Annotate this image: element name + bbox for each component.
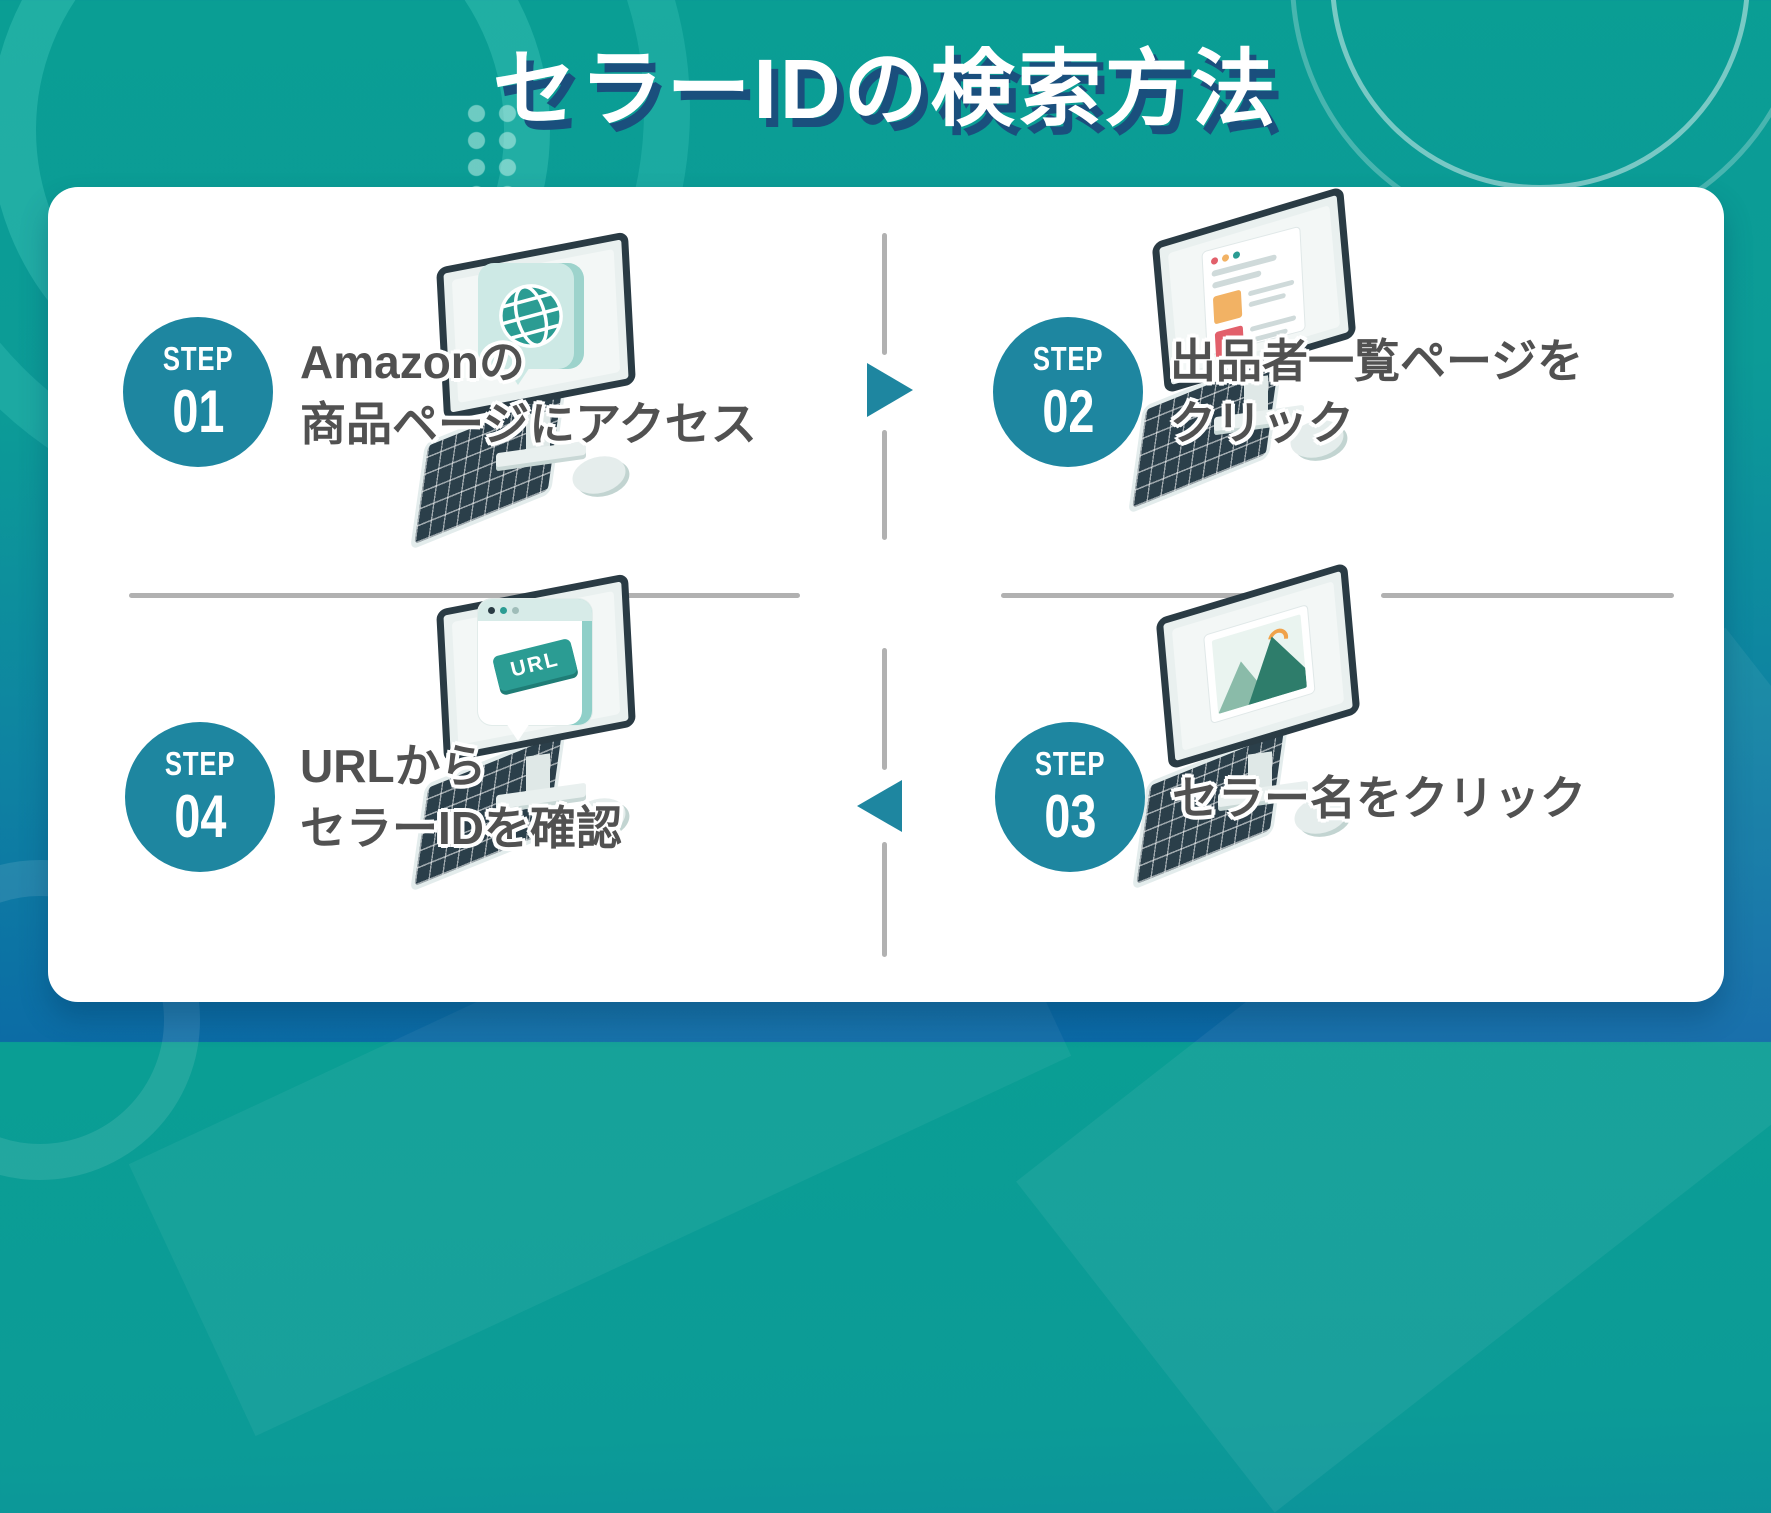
- url-window-bubble: URL: [478, 599, 592, 741]
- divider-vertical-top: [882, 233, 887, 355]
- page-background: { "title": { "text": "セラーIDの検索方法" }, "st…: [0, 0, 1771, 1180]
- step-number: 01: [171, 378, 225, 445]
- illustration-monitor-url: URL: [409, 573, 660, 893]
- monitor-screen: [1171, 581, 1345, 751]
- divider-vertical-bottom: [882, 842, 887, 957]
- url-label: URL: [491, 637, 579, 693]
- step-04-text: URLから セラーIDを確認: [300, 735, 622, 859]
- text-line: URLから: [300, 740, 487, 792]
- page-title: セラーIDの検索方法: [492, 42, 1279, 136]
- arrow-left-icon: [857, 780, 902, 832]
- divider-horizontal-right: [1381, 593, 1674, 598]
- step-label: STEP: [1032, 340, 1104, 377]
- monitor-icon: [1155, 562, 1361, 770]
- text-line: クリック: [1170, 397, 1354, 449]
- text-bar: [1248, 279, 1295, 297]
- text-bar: [1249, 292, 1287, 308]
- step-01-badge: STEP 01: [123, 317, 273, 467]
- text-line: セラー名をクリック: [1172, 772, 1586, 824]
- arrow-right-icon: [867, 363, 913, 417]
- text-line: 商品ページにアクセス: [300, 398, 757, 450]
- window-dot-icon: [500, 606, 507, 614]
- step-label: STEP: [164, 745, 236, 782]
- window-dot-icon: [512, 606, 519, 614]
- window-dot-icon: [488, 606, 495, 614]
- step-number: 02: [1041, 378, 1095, 445]
- divider-vertical-bottom: [882, 648, 887, 770]
- step-label: STEP: [162, 340, 234, 377]
- browser-bar: [478, 599, 592, 621]
- mouse-icon: [568, 450, 630, 500]
- step-02-badge: STEP 02: [993, 317, 1143, 467]
- steps-card: STEP 01 Amazonの 商品ページにアクセス STEP: [48, 186, 1724, 1002]
- step-01-text: Amazonの 商品ページにアクセス: [300, 331, 757, 455]
- step-02-text: 出品者一覧ページを クリック: [1170, 330, 1583, 454]
- text-line: セラーIDを確認: [300, 802, 622, 854]
- step-03-text: セラー名をクリック: [1172, 767, 1586, 829]
- illustration-monitor-photo: [1131, 562, 1382, 891]
- text-line: Amazonの: [300, 336, 525, 388]
- globe-icon: [499, 284, 563, 348]
- step-number: 04: [173, 783, 227, 850]
- step-04-badge: STEP 04: [125, 722, 275, 872]
- step-number: 03: [1043, 783, 1097, 850]
- divider-vertical-top: [882, 430, 887, 540]
- bubble-tail: [506, 367, 530, 385]
- divider-horizontal-left: [129, 593, 800, 598]
- step-label: STEP: [1034, 745, 1106, 782]
- bubble-tail: [506, 723, 530, 741]
- step-03-badge: STEP 03: [995, 722, 1145, 872]
- seller-photo-card: [1203, 605, 1316, 724]
- text-line: 出品者一覧ページを: [1170, 335, 1584, 387]
- divider-horizontal-right: [1001, 593, 1269, 598]
- photo-icon: [1211, 614, 1308, 715]
- thumbnail-orange: [1213, 289, 1243, 325]
